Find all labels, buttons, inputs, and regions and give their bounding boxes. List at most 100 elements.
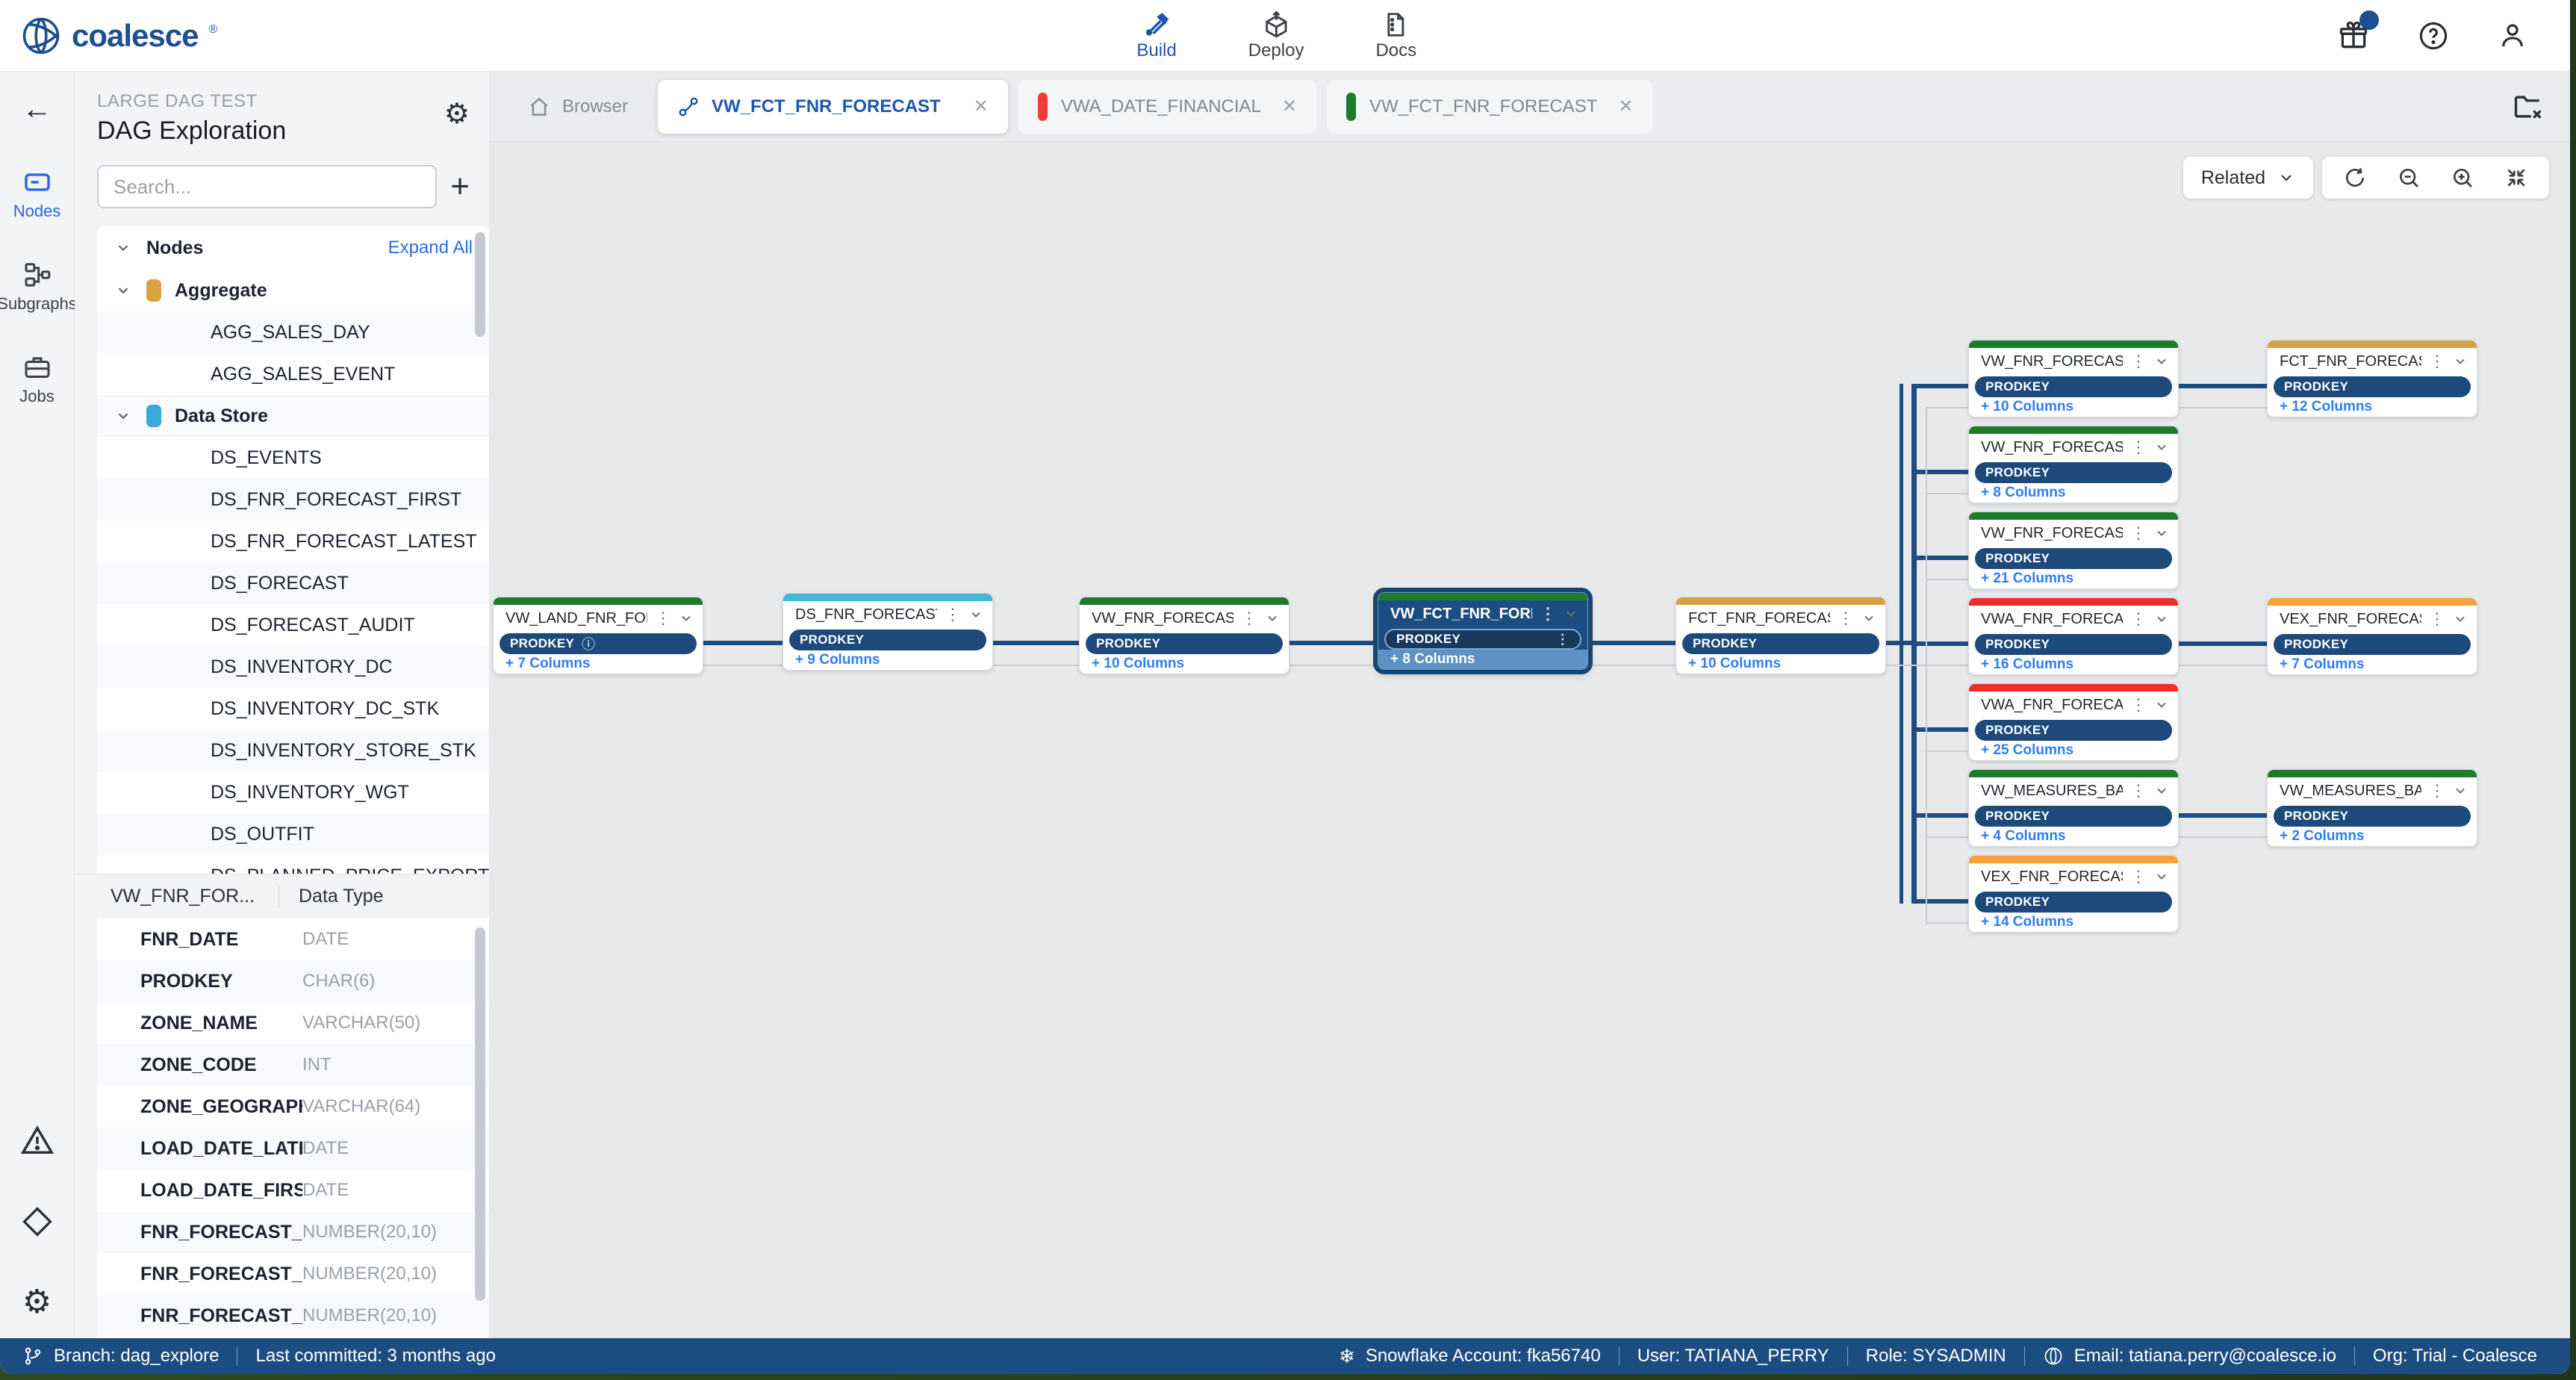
user-icon[interactable] [2497, 20, 2528, 52]
chevron-down-icon[interactable] [968, 607, 983, 622]
column-row[interactable]: FNR_FORECAST_NUMBER(20,10) [97, 1211, 489, 1253]
nav-docs[interactable]: Docs [1375, 10, 1416, 61]
node-key-pill[interactable]: PRODKEY [1975, 720, 2172, 741]
chevron-down-icon[interactable] [2154, 783, 2169, 798]
node-card[interactable]: VEX_FNR_FORECAST⋮PRODKEY+ 14 Columns [1968, 855, 2179, 933]
chevron-down-icon[interactable] [2453, 783, 2468, 798]
kebab-menu-icon[interactable]: ⋮ [2429, 783, 2445, 799]
node-card[interactable]: VW_FNR_FORECAST⋮PRODKEY+ 10 Columns [1079, 597, 1289, 674]
column-row[interactable]: LOAD_DATE_LATEDATE [97, 1128, 489, 1169]
node-card[interactable]: FCT_FNR_FORECAST_W...⋮PRODKEY+ 12 Column… [2267, 340, 2477, 417]
chevron-down-icon[interactable] [115, 282, 131, 299]
columns-count-link[interactable]: + 10 Columns [1676, 654, 1885, 674]
nav-deploy[interactable]: Deploy [1248, 10, 1304, 61]
columns-count-link[interactable]: + 25 Columns [1969, 741, 2178, 760]
columns-count-link[interactable]: + 9 Columns [783, 650, 992, 670]
kebab-menu-icon[interactable]: ⋮ [1241, 610, 1257, 627]
chevron-down-icon[interactable] [1265, 611, 1280, 626]
expand-all-link[interactable]: Expand All [388, 237, 473, 258]
help-icon[interactable] [2418, 20, 2449, 52]
gift-icon[interactable] [2337, 19, 2370, 52]
tree-item[interactable]: DS_INVENTORY_DC [97, 646, 489, 688]
info-icon[interactable]: ⓘ [582, 634, 595, 653]
tree-item[interactable]: DS_FNR_FORECAST_FIRST [97, 479, 489, 520]
node-key-pill[interactable]: PRODKEY [1975, 634, 2172, 655]
columns-count-link[interactable]: + 10 Columns [1080, 654, 1289, 674]
tree-item[interactable]: DS_PLANNED_PRICE_EXPORT [97, 855, 489, 874]
columns-scrollbar[interactable] [475, 927, 485, 1301]
chevron-down-icon[interactable] [2154, 526, 2169, 541]
kebab-menu-icon[interactable]: ⋮ [655, 610, 671, 627]
columns-count-link[interactable]: + 7 Columns [2268, 655, 2477, 674]
columns-type-header[interactable]: Data Type [299, 886, 384, 907]
settings-gear-icon[interactable]: ⚙ [22, 1286, 52, 1319]
back-button[interactable]: ← [22, 94, 52, 124]
node-card[interactable]: FCT_FNR_FORECAST⋮PRODKEY+ 10 Columns [1676, 597, 1886, 674]
tab-close-icon[interactable]: ✕ [1618, 96, 1633, 117]
columns-count-link[interactable]: + 4 Columns [1969, 827, 2178, 846]
tree-group-aggregate[interactable]: Aggregate [97, 270, 489, 311]
tree-item[interactable]: AGG_SALES_DAY [97, 311, 489, 353]
nav-build[interactable]: Build [1136, 10, 1176, 61]
node-key-pill[interactable]: PRODKEY⋮ [1384, 629, 1581, 650]
columns-count-link[interactable]: + 14 Columns [1969, 913, 2178, 932]
chevron-down-icon[interactable] [2453, 354, 2468, 369]
column-row[interactable]: ZONE_NAMEVARCHAR(50) [97, 1002, 489, 1044]
search-input[interactable] [97, 165, 437, 208]
node-key-pill[interactable]: PRODKEY [1975, 892, 2172, 913]
chevron-down-icon[interactable] [2453, 612, 2468, 627]
kebab-menu-icon[interactable]: ⋮ [2429, 353, 2445, 370]
kebab-menu-icon[interactable]: ⋮ [945, 606, 961, 623]
node-card[interactable]: DS_FNR_FORECAST_LA...⋮PRODKEY+ 9 Columns [783, 593, 993, 671]
kebab-menu-icon[interactable]: ⋮ [2130, 439, 2147, 456]
columns-count-link[interactable]: + 16 Columns [1969, 655, 2178, 674]
tree-header[interactable]: Nodes Expand All [97, 226, 489, 270]
dag-canvas[interactable]: Related [489, 142, 2570, 1338]
tab-browser[interactable]: Browser [508, 80, 647, 134]
chevron-down-icon[interactable] [115, 408, 131, 424]
kebab-menu-icon[interactable]: ⋮ [2130, 783, 2147, 799]
tree-item[interactable]: DS_INVENTORY_WGT [97, 771, 489, 813]
columns-count-link[interactable]: + 21 Columns [1969, 569, 2178, 588]
node-key-pill[interactable]: PRODKEY [1975, 548, 2172, 569]
columns-count-link[interactable]: + 8 Columns [1378, 650, 1587, 669]
kebab-menu-icon[interactable]: ⋮ [1556, 632, 1569, 646]
kebab-menu-icon[interactable]: ⋮ [2130, 611, 2147, 627]
sidebar-gear-icon[interactable]: ⚙ [444, 97, 470, 131]
node-key-pill[interactable]: PRODKEYⓘ [500, 633, 697, 654]
rail-item-subgraphs[interactable]: Subgraphs [0, 260, 77, 314]
column-row[interactable]: FNR_FORECAST_NUMBER(20,10) [97, 1295, 489, 1337]
column-row[interactable]: FNR_DATEDATE [97, 919, 489, 960]
tree-item[interactable]: DS_FNR_FORECAST_LATEST [97, 520, 489, 562]
add-node-button[interactable]: + [450, 170, 470, 203]
chevron-down-icon[interactable] [1564, 606, 1578, 621]
chevron-down-icon[interactable] [2154, 869, 2169, 884]
chevron-down-icon[interactable] [2154, 440, 2169, 455]
coalesce-logo[interactable]: coalesce ® [21, 16, 217, 56]
kebab-menu-icon[interactable]: ⋮ [1838, 610, 1854, 627]
close-folder-icon[interactable] [2512, 90, 2545, 123]
alert-triangle-icon[interactable] [20, 1123, 55, 1157]
columns-count-link[interactable]: + 12 Columns [2268, 397, 2477, 417]
chevron-down-icon[interactable] [1861, 611, 1876, 626]
chevron-down-icon[interactable] [679, 611, 694, 626]
node-card[interactable]: VW_FCT_FNR_FORECAST⋮PRODKEY⋮+ 8 Columns [1378, 592, 1588, 670]
kebab-menu-icon[interactable]: ⋮ [2429, 611, 2445, 627]
tree-scrollbar[interactable] [475, 232, 485, 337]
diamond-icon[interactable] [21, 1205, 54, 1238]
tab-vw-fct-fnr-forecast[interactable]: VW_FCT_FNR_FORECAST✕ [658, 80, 1008, 134]
node-key-pill[interactable]: PRODKEY [2274, 806, 2471, 827]
tab-vwa-date-financial[interactable]: VWA_DATE_FINANCIAL✕ [1018, 80, 1316, 134]
kebab-menu-icon[interactable]: ⋮ [2130, 868, 2147, 885]
kebab-menu-icon[interactable]: ⋮ [2130, 353, 2147, 370]
tab-close-icon[interactable]: ✕ [1282, 96, 1297, 117]
tree-item[interactable]: DS_FORECAST [97, 562, 489, 604]
tree-item[interactable]: DS_EVENTS [97, 437, 489, 479]
columns-count-link[interactable]: + 10 Columns [1969, 397, 2178, 417]
column-row[interactable]: ZONE_GEOGRAPHVARCHAR(64) [97, 1086, 489, 1128]
kebab-menu-icon[interactable]: ⋮ [2130, 525, 2147, 541]
node-key-pill[interactable]: PRODKEY [789, 630, 986, 650]
node-card[interactable]: VW_FNR_FORECAST_R...⋮PRODKEY+ 8 Columns [1968, 426, 2179, 503]
chevron-down-icon[interactable] [2154, 697, 2169, 712]
tree-item[interactable]: DS_INVENTORY_DC_STK [97, 688, 489, 730]
